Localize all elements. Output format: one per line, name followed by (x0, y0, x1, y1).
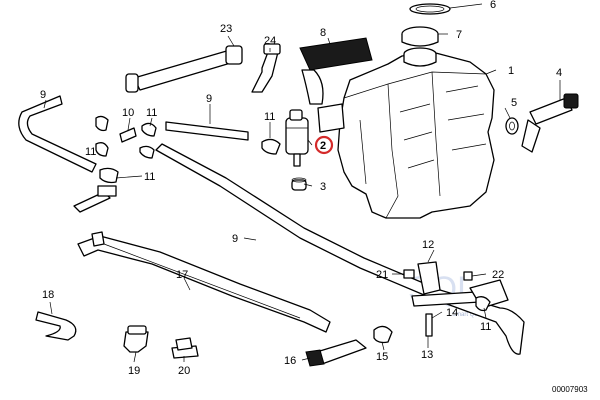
callout-10: 10 (122, 107, 134, 119)
callout-11-d: 11 (480, 321, 491, 333)
callout-7: 7 (456, 29, 462, 41)
callout-18: 18 (42, 289, 54, 301)
callout-5: 5 (511, 97, 517, 109)
reservoir-flap (299, 37, 373, 105)
callout-15: 15 (376, 351, 388, 363)
callout-9-middle: 9 (206, 93, 212, 105)
callout-23: 23 (220, 23, 232, 35)
drawing-reference-number: 00007903 (552, 385, 588, 394)
washer-reservoir (317, 51, 495, 219)
callout-2: 2 (320, 140, 326, 152)
callout-13: 13 (421, 349, 433, 361)
callout-24: 24 (264, 35, 276, 47)
callout-21: 21 (376, 269, 388, 281)
callout-11-b: 11 (264, 111, 275, 123)
callout-16: 16 (284, 355, 296, 367)
callout-11-e: 11 (85, 146, 96, 158)
leader-lines (43, 3, 561, 363)
callout-9-long: 9 (232, 233, 238, 245)
highlight-ring (314, 135, 334, 155)
callout-12: 12 (422, 239, 434, 251)
cable-strap (35, 311, 77, 341)
washer-pump (285, 109, 309, 167)
callout-3: 3 (320, 181, 326, 193)
callout-11-c: 11 (144, 171, 155, 183)
callout-20: 20 (178, 365, 190, 377)
callout-4: 4 (556, 67, 562, 79)
clip-19 (123, 325, 149, 353)
callout-labels: 1 2 3 4 5 6 7 8 9 9 9 10 11 11 11 11 11 … (40, 0, 562, 377)
sensor-grommet (505, 117, 519, 135)
washer-hose-middle (165, 121, 249, 141)
level-sensor (521, 93, 579, 153)
callout-1: 1 (508, 65, 514, 77)
pump-grommet (291, 177, 307, 191)
bracket-strip (77, 231, 331, 333)
washer-hose-left (18, 95, 97, 173)
callout-22: 22 (492, 269, 504, 281)
callout-14: 14 (446, 307, 458, 319)
left-clips-and-valve (73, 115, 281, 213)
elbow-connector (251, 43, 281, 93)
callout-11-a: 11 (146, 107, 157, 119)
callout-6: 6 (490, 0, 496, 11)
callout-8: 8 (320, 27, 326, 39)
callout-9-left: 9 (40, 89, 46, 101)
nozzle-bracket-assembly (305, 261, 509, 367)
callout-17: 17 (176, 269, 188, 281)
connecting-pipe-upper (125, 45, 243, 93)
clip-20 (171, 337, 199, 359)
callout-19: 19 (128, 365, 140, 377)
